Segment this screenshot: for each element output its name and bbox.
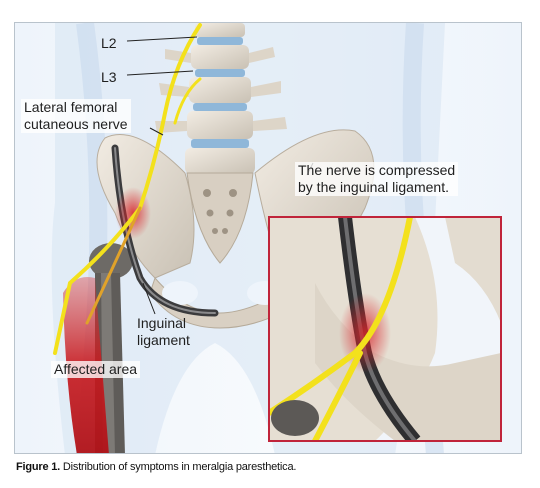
- inset-zoom: [268, 216, 502, 442]
- label-compression-line2: by the inguinal ligament.: [298, 179, 449, 195]
- label-affected-area: Affected area: [51, 361, 141, 378]
- figure-caption: Figure 1. Distribution of symptoms in me…: [16, 461, 296, 473]
- label-ligament-line2: ligament: [137, 332, 190, 348]
- label-nerve-line1: Lateral femoral: [24, 99, 118, 115]
- label-compression-line1: The nerve is compressed: [298, 162, 456, 178]
- label-nerve: Lateral femoral cutaneous nerve: [21, 99, 131, 133]
- label-ligament-line1: Inguinal: [137, 315, 187, 331]
- anatomy-illustration: [15, 23, 521, 453]
- label-l3: L3: [101, 69, 117, 85]
- label-inguinal-ligament: Inguinal ligament: [137, 315, 190, 349]
- caption-text: Distribution of symptoms in meralgia par…: [60, 461, 297, 473]
- lateral-femoral-cutaneous-nerve: [53, 23, 202, 355]
- caption-prefix: Figure 1.: [16, 461, 61, 473]
- lumbar-spine: [155, 23, 287, 174]
- label-l2: L2: [101, 35, 117, 51]
- label-compression: The nerve is compressed by the inguinal …: [295, 162, 459, 196]
- label-nerve-line2: cutaneous nerve: [24, 116, 128, 132]
- figure-frame: L2 L3 Lateral femoral cutaneous nerve Th…: [14, 22, 522, 454]
